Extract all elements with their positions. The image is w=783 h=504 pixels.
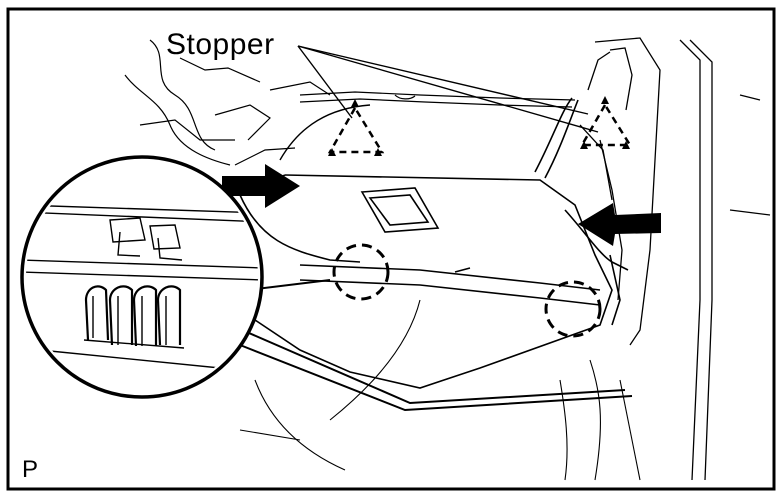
push-arrows: [222, 164, 661, 246]
lower-sketch: [239, 299, 641, 481]
magnified-clip-detail: [20, 155, 264, 399]
side-pillar: [579, 37, 771, 481]
stopper-label: Stopper: [166, 28, 275, 61]
clip-marker-right: [544, 280, 602, 338]
bold-right-arrow-icon: [222, 164, 300, 208]
stopper-markers: [327, 96, 633, 156]
bold-left-arrow-icon: [578, 203, 661, 246]
stopper-marker-right: [579, 96, 633, 149]
clip-markers: [332, 243, 602, 338]
dashboard-sketch: [124, 39, 576, 166]
figure-code-label: P: [22, 456, 39, 483]
stopper-marker-left: [327, 99, 385, 156]
stopper-leader-lines: [297, 45, 599, 133]
clip-marker-left: [332, 243, 390, 301]
